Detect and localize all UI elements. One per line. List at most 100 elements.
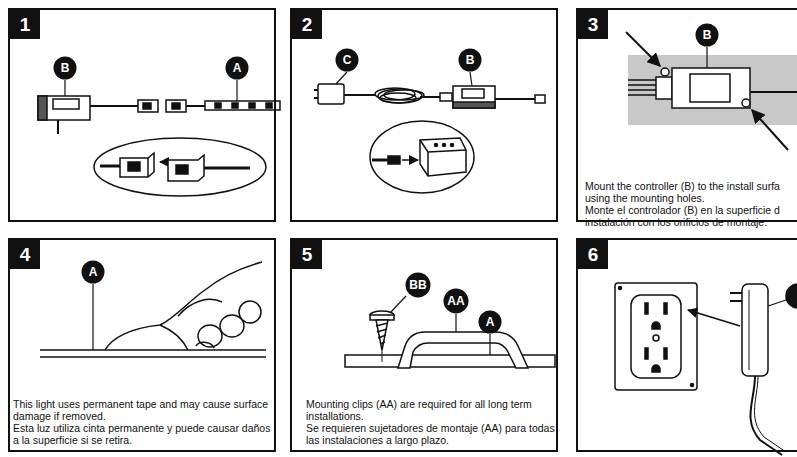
step-number: 5 [292,240,322,269]
connector-zoom [168,155,204,181]
callout-letter: B [53,56,77,80]
mounting-clip [398,332,528,368]
prong [314,89,318,91]
leader-line [236,80,237,101]
direction-arrow [402,159,418,161]
step-number: 4 [10,240,40,269]
panel-3-art [626,32,797,150]
power-adapter [318,84,344,104]
screw-thread [378,335,386,338]
connector [535,95,545,103]
panel-1-art [38,80,280,196]
callout-letter: AA [443,288,469,314]
step-panel: 3Mount the controller (B) to the install… [576,8,797,222]
cable [420,96,440,98]
knuckle [239,301,261,323]
outlet-face [631,295,681,378]
callout-letter: B [695,23,719,47]
connector [138,100,158,112]
caption-text: Monte el controlador (B) en la superfici… [585,204,797,228]
led-chip [232,103,238,108]
guide-line [382,350,383,362]
cable [495,98,535,100]
callout-letter: A [225,56,249,80]
step-panel: 2C B [290,8,558,222]
callout-circle: BB [405,272,431,298]
caption-text: Mounting clips (AA) are required for all… [306,398,556,422]
step-panel: 4This light uses permanent tape and may … [8,238,276,452]
controller-label [690,74,730,102]
callout-circle: A [81,260,105,284]
ground-hole [652,322,660,329]
caption-text: Esta luz utiliza cinta permanente y pued… [13,422,275,446]
wire [186,105,205,107]
hand-outline [105,262,262,350]
caption-text: Se requieren sujetadores de montaje (AA)… [306,422,556,446]
screw-thread [376,323,388,326]
led-chip [249,103,255,108]
callout-disc [54,57,77,80]
controller-edge [427,152,429,176]
controller-label [53,99,79,109]
callout-circle: B [458,48,482,72]
caption-text: This light uses permanent tape and may c… [13,398,275,422]
connector-pin [128,162,140,171]
led-dot [443,144,446,147]
leader-line [64,80,65,96]
callout-letter: A [81,260,105,284]
led-chip [215,103,221,108]
mounting-hole [742,99,750,107]
callout-circle: A [478,310,502,334]
screw-thread [380,342,385,344]
callout-disc [459,49,482,72]
panel-2-art [314,72,545,193]
callout-circle: B [695,23,719,47]
led-chip [266,103,272,108]
callout-circle: AA [443,288,469,314]
leader-line [336,72,347,84]
step-panel: 5Mounting clips (AA) are required for al… [290,238,558,452]
callout-disc [82,261,105,284]
finger-outline [160,325,188,350]
step-number: 2 [292,10,322,39]
controller-edge [428,150,466,152]
power-cord [750,376,782,455]
pointer-arrow [752,110,788,150]
caption-text: Mount the controller (B) to the install … [585,180,797,204]
controller-body [38,96,90,120]
cable-coil [380,93,416,103]
callout-letter: B [458,48,482,72]
callout-disc [479,311,502,334]
controller-body [453,86,495,108]
led-strip-edge [40,349,266,351]
connector-pin [176,165,188,174]
led-dot [435,144,438,147]
barrel-plug [440,93,452,101]
screw-shaft [376,320,388,350]
step-panel: 1BA [8,8,276,222]
callout-letter: BB [405,272,431,298]
power-cord [754,376,786,452]
outlet-slot [645,348,648,359]
callout-letter: A [478,310,502,334]
controller-base [453,102,495,108]
step-number: 6 [578,240,608,269]
install-surface [628,55,797,125]
mounting-hole [661,68,669,76]
cable [372,159,388,162]
callout-letter: C [335,48,359,72]
callout-disc [336,49,359,72]
leader-line [455,314,456,332]
wire [57,120,59,134]
cable [344,94,376,96]
leader-line [470,72,472,86]
connector-zoom [120,153,154,177]
pointer-arrow [626,32,660,66]
callout-circle: C [335,48,359,72]
leader-line [706,47,707,68]
led-strip [205,101,280,110]
prong [730,292,742,294]
callout-circle: B [53,56,77,80]
callout-disc [226,57,249,80]
